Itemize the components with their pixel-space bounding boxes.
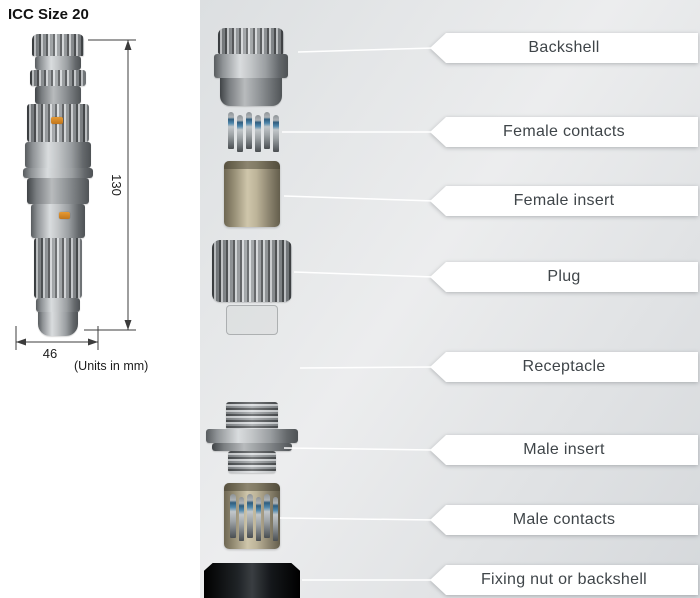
callout-banner: Male contacts: [430, 505, 698, 535]
assembled-connector-panel: ICC Size 20 130 46 (Units in mm): [0, 0, 200, 598]
contact-pin: [264, 494, 270, 538]
callout-text: Male contacts: [512, 511, 616, 528]
plug-graphic: [212, 240, 292, 302]
part-segment: [214, 54, 288, 78]
label-backshell: Backshell: [430, 33, 698, 63]
part-segment: [218, 28, 284, 54]
label-female-contacts: Female contacts: [430, 117, 698, 147]
fixing-nut-graphic: [204, 563, 300, 598]
label-female-insert: Female insert: [430, 186, 698, 216]
contact-pin: [246, 112, 252, 149]
part-segment: [220, 78, 282, 106]
diagram-title: ICC Size 20: [8, 6, 89, 23]
female-insert-graphic: [224, 161, 280, 227]
part-segment: [27, 178, 89, 204]
callout-text: Plug: [547, 268, 581, 285]
part-segment: [35, 56, 81, 70]
part-segment: [206, 429, 298, 443]
height-dimension: 130: [109, 174, 124, 196]
contact-pin: [273, 115, 279, 152]
part-segment: [25, 142, 91, 168]
part-segment: [212, 443, 292, 451]
label-fixing-nut: Fixing nut or backshell: [430, 565, 698, 595]
exploded-parts-panel: [200, 0, 700, 598]
part-segment: [228, 451, 276, 473]
assembled-connector: [0, 0, 200, 360]
callout-text: Male insert: [523, 441, 605, 458]
callout-banner: Female insert: [430, 186, 698, 216]
label-plug: Plug: [430, 262, 698, 292]
callout-banner: Male insert: [430, 435, 698, 465]
female-contacts-graphic: [228, 112, 280, 152]
callout-text: Female contacts: [503, 123, 625, 140]
part-segment: [31, 204, 85, 238]
orange-marking: [51, 117, 63, 124]
part-segment: [35, 86, 81, 104]
part-segment: [38, 312, 78, 336]
part-segment: [30, 70, 86, 86]
contact-pin: [255, 497, 261, 541]
callout-banner: Receptacle: [430, 352, 698, 382]
contact-pin: [238, 497, 244, 541]
callout-text: Backshell: [528, 39, 600, 56]
contact-pin: [264, 112, 270, 149]
label-male-insert: Male insert: [430, 435, 698, 465]
label-male-contacts: Male contacts: [430, 505, 698, 535]
callout-text: Fixing nut or backshell: [480, 571, 648, 588]
callout-text: Receptacle: [522, 358, 606, 375]
label-receptacle: Receptacle: [430, 352, 698, 382]
part-segment: [226, 402, 278, 430]
callout-banner: Backshell: [430, 33, 698, 63]
part-segment: [34, 238, 82, 298]
callout-banner: Fixing nut or backshell: [430, 565, 698, 595]
contact-pin: [272, 497, 278, 541]
units-note: (Units in mm): [74, 359, 149, 373]
contact-pin: [237, 115, 243, 152]
male-contacts-graphic: [230, 494, 278, 541]
width-dimension: 46: [42, 346, 58, 361]
callout-banner: Plug: [430, 262, 698, 292]
contact-pin: [247, 494, 253, 538]
part-segment: [23, 168, 93, 178]
orange-marking: [59, 212, 70, 219]
plug-coupling-ghost: [226, 305, 278, 335]
part-segment: [36, 298, 80, 312]
contact-pin: [255, 115, 261, 152]
part-segment: [32, 34, 84, 56]
callout-banner: Female contacts: [430, 117, 698, 147]
contact-pin: [230, 494, 236, 538]
contact-pin: [228, 112, 234, 149]
callout-text: Female insert: [513, 192, 615, 209]
